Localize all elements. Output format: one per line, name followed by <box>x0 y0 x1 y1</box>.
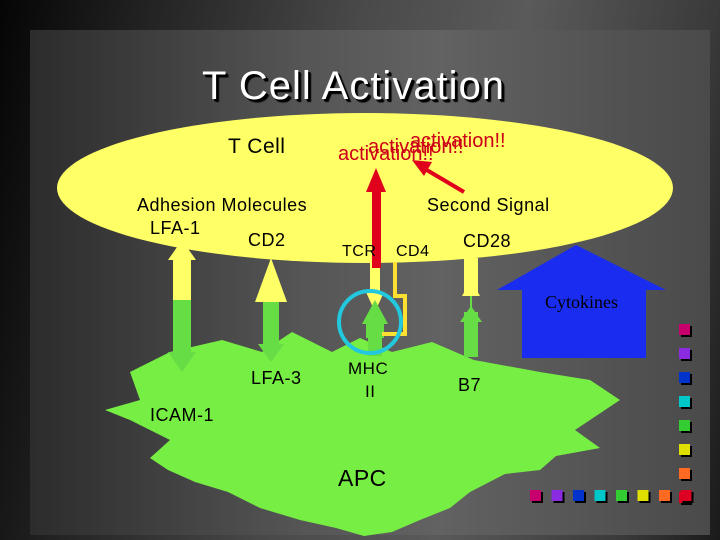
activation-arrow-up <box>366 168 386 268</box>
tcr-mhc-complex <box>362 256 388 356</box>
activation-text-2: activation!! <box>368 136 464 158</box>
cd4-label: CD4 <box>396 243 430 260</box>
decorative-square <box>679 468 690 479</box>
cytokines-label: Cytokines <box>545 292 619 312</box>
t-cell-shape <box>57 113 673 263</box>
decorative-square <box>679 324 690 335</box>
slide-title: T Cell Activation <box>202 64 506 108</box>
b7-label: B7 <box>458 375 482 395</box>
decorative-square <box>679 348 690 359</box>
decorative-square <box>551 490 563 501</box>
decorative-square <box>680 490 692 501</box>
decorative-squares-right <box>679 324 692 505</box>
second-signal-label: Second Signal <box>427 195 550 215</box>
apc-label: APC <box>338 465 387 491</box>
decorative-square <box>637 490 649 501</box>
mhc-label: MHC <box>348 359 389 378</box>
decorative-square <box>679 396 690 407</box>
tcr-label: TCR <box>342 243 377 260</box>
cd28-b7-arrow <box>460 258 482 357</box>
mhc-class-label: II <box>365 382 376 401</box>
apc-cell-shape <box>105 332 620 536</box>
decorative-square <box>679 420 690 431</box>
lfa1-icam1-arrow <box>168 240 196 372</box>
decorative-square <box>659 490 670 501</box>
activation-text-3: activation!! <box>338 143 434 165</box>
decorative-squares-bottom <box>530 490 694 503</box>
decorative-square <box>530 490 541 501</box>
adhesion-molecules-label: Adhesion Molecules <box>137 195 308 215</box>
mhc-highlight-circle <box>337 289 403 355</box>
activation-text-1: activation!! <box>410 130 506 152</box>
decorative-square <box>679 444 690 455</box>
cd2-lfa3-arrow <box>255 258 287 362</box>
cytokines-arrow <box>497 245 666 358</box>
decorative-square <box>573 490 584 501</box>
decorative-square <box>616 490 627 501</box>
icam1-label: ICAM-1 <box>150 405 215 425</box>
t-cell-label: T Cell <box>228 135 286 158</box>
cd28-label: CD28 <box>463 231 512 251</box>
cd2-label: CD2 <box>248 230 286 250</box>
second-signal-arrow <box>412 160 466 194</box>
decorative-square <box>594 490 606 501</box>
decorative-square <box>679 372 690 383</box>
lfa1-label: LFA-1 <box>150 218 201 238</box>
lfa3-label: LFA-3 <box>251 368 302 388</box>
